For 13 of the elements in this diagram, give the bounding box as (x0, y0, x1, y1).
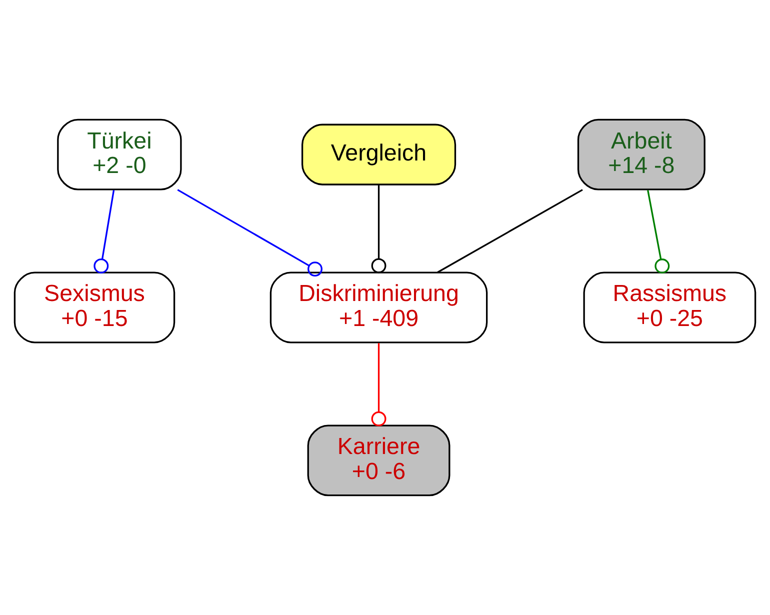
node-box: Diskriminierung +1 -409 (270, 272, 488, 344)
connector (177, 189, 322, 277)
node-box: Sexismus +0 -15 (14, 272, 176, 344)
connector (371, 343, 386, 426)
node-box: Karriere +0 -6 (307, 424, 450, 496)
connector (437, 189, 583, 274)
node-box: Arbeit +14 -8 (577, 118, 706, 190)
connector (647, 190, 670, 274)
node-box: Türkei +2 -0 (57, 118, 182, 190)
connector (94, 190, 115, 274)
node-box: Rassismus +0 -25 (583, 272, 756, 344)
connector (371, 185, 386, 274)
node-box: Vergleich (301, 124, 456, 186)
